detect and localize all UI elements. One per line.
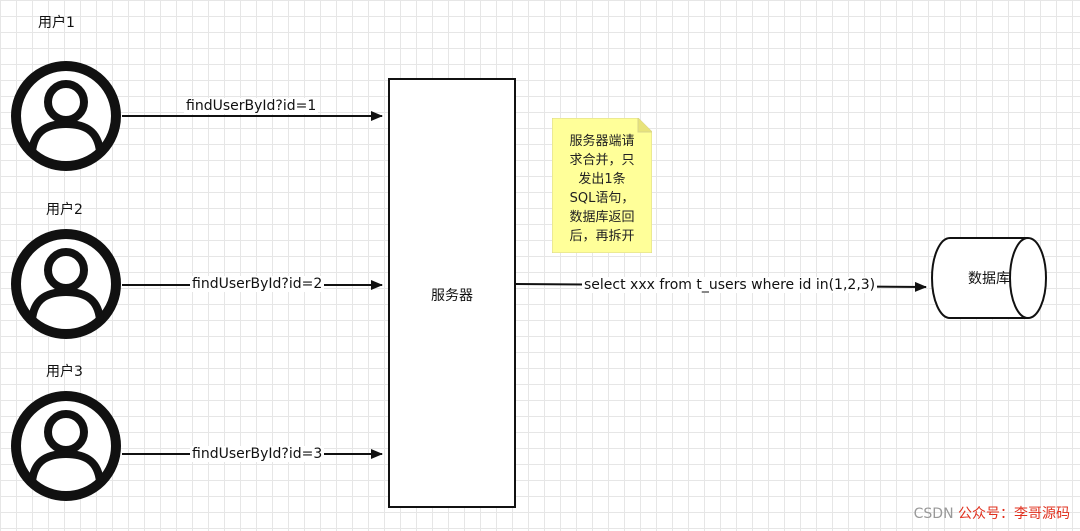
server-label: 服务器 [431, 288, 473, 304]
user2-label: 用户2 [46, 202, 83, 218]
user-icon [10, 60, 122, 172]
query-label: select xxx from t_users where id in(1,2,… [582, 277, 878, 293]
user1-label: 用户1 [38, 15, 75, 31]
note-line: 求合并，只 [569, 153, 635, 168]
request-label-3: findUserById?id=3 [190, 446, 325, 462]
user-icon [10, 390, 122, 502]
note-box: 服务器端请 求合并，只 发出1条 SQL语句， 数据库返回 后，再拆开 [552, 118, 652, 253]
request-label-2: findUserById?id=2 [190, 276, 325, 292]
database-cylinder: 数据库 [930, 236, 1048, 320]
note-line: 发出1条 [578, 172, 626, 187]
note-line: 服务器端请 [569, 134, 635, 149]
watermark-suffix: 公众号：李哥源码 [958, 506, 1070, 522]
note-line: 后，再拆开 [569, 229, 635, 244]
watermark-prefix: CSDN [913, 506, 954, 522]
database-label: 数据库 [968, 271, 1010, 287]
user-icon [10, 228, 122, 340]
request-label-1: findUserById?id=1 [184, 98, 319, 114]
note-line: SQL语句， [569, 191, 635, 206]
note-line: 数据库返回 [569, 210, 635, 225]
user3-label: 用户3 [46, 364, 83, 380]
watermark: CSDN 公众号：李哥源码 [914, 503, 1070, 523]
note-text: 服务器端请 求合并，只 发出1条 SQL语句， 数据库返回 后，再拆开 [552, 132, 652, 246]
server-box: 服务器 [388, 78, 516, 508]
